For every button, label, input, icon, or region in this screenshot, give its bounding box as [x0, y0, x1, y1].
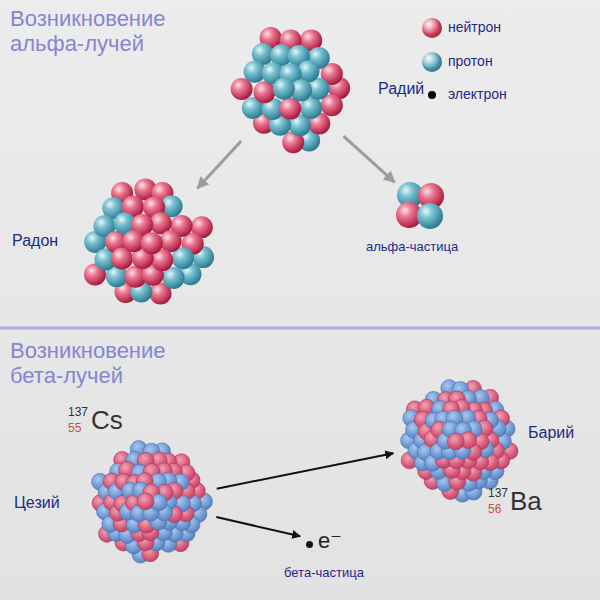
nucleus-picture [88, 440, 212, 564]
node-label: альфа-частица [366, 240, 458, 255]
section-heading: Возникновение бета-лучей [10, 338, 210, 388]
electron-dot [306, 541, 313, 548]
legend-row: протон [422, 51, 592, 73]
neutron-ball [137, 493, 154, 510]
nucleus: Радий [224, 22, 356, 154]
arrow-connector [344, 136, 395, 182]
particle-box: e⁻бета-частица [306, 528, 345, 556]
node-label: Барий [528, 424, 574, 442]
nucleus: альфа-частица [392, 177, 448, 233]
node-label: 137 [68, 406, 88, 420]
legend-swatch [422, 52, 442, 72]
nucleus: Барий13756Ba [398, 378, 522, 502]
nucleus-picture [398, 378, 522, 502]
neutron-ball [141, 232, 163, 254]
legend-row: нейтрон [422, 17, 592, 39]
arrow-connector [198, 141, 242, 188]
node-label: Cs [91, 406, 123, 436]
arrow-connector [217, 453, 394, 488]
legend-text: нейтрон [448, 19, 501, 35]
node-label: Ba [510, 487, 542, 517]
legend-text: протон [448, 53, 493, 69]
nucleus: 13755CsЦезий [88, 440, 212, 564]
neutron-ball [160, 230, 182, 252]
nucleus: Радон [76, 174, 216, 314]
node-label: e⁻ [318, 528, 342, 553]
legend-row: электрон [422, 84, 592, 106]
node-label: Радий [378, 80, 424, 98]
node-label: бета-частица [284, 566, 364, 581]
neutron-ball [447, 433, 464, 450]
neutron-ball [253, 81, 275, 103]
node-label: Радон [12, 232, 58, 250]
legend-text: электрон [448, 86, 507, 102]
proton-ball [273, 78, 295, 100]
node-label: Цезий [14, 494, 60, 512]
proton-ball [417, 203, 443, 229]
arrow-connector [216, 517, 300, 536]
section-divider [0, 327, 600, 330]
node-label: 55 [68, 422, 81, 436]
nucleus-picture [76, 174, 216, 314]
nucleus-picture [224, 22, 356, 154]
node-label: 56 [488, 503, 501, 517]
section-heading: Возникновение альфа-лучей [10, 6, 210, 56]
node-label: 137 [488, 487, 508, 501]
legend-swatch [428, 91, 436, 99]
nucleus-picture [392, 177, 448, 233]
legend-swatch [422, 18, 442, 38]
